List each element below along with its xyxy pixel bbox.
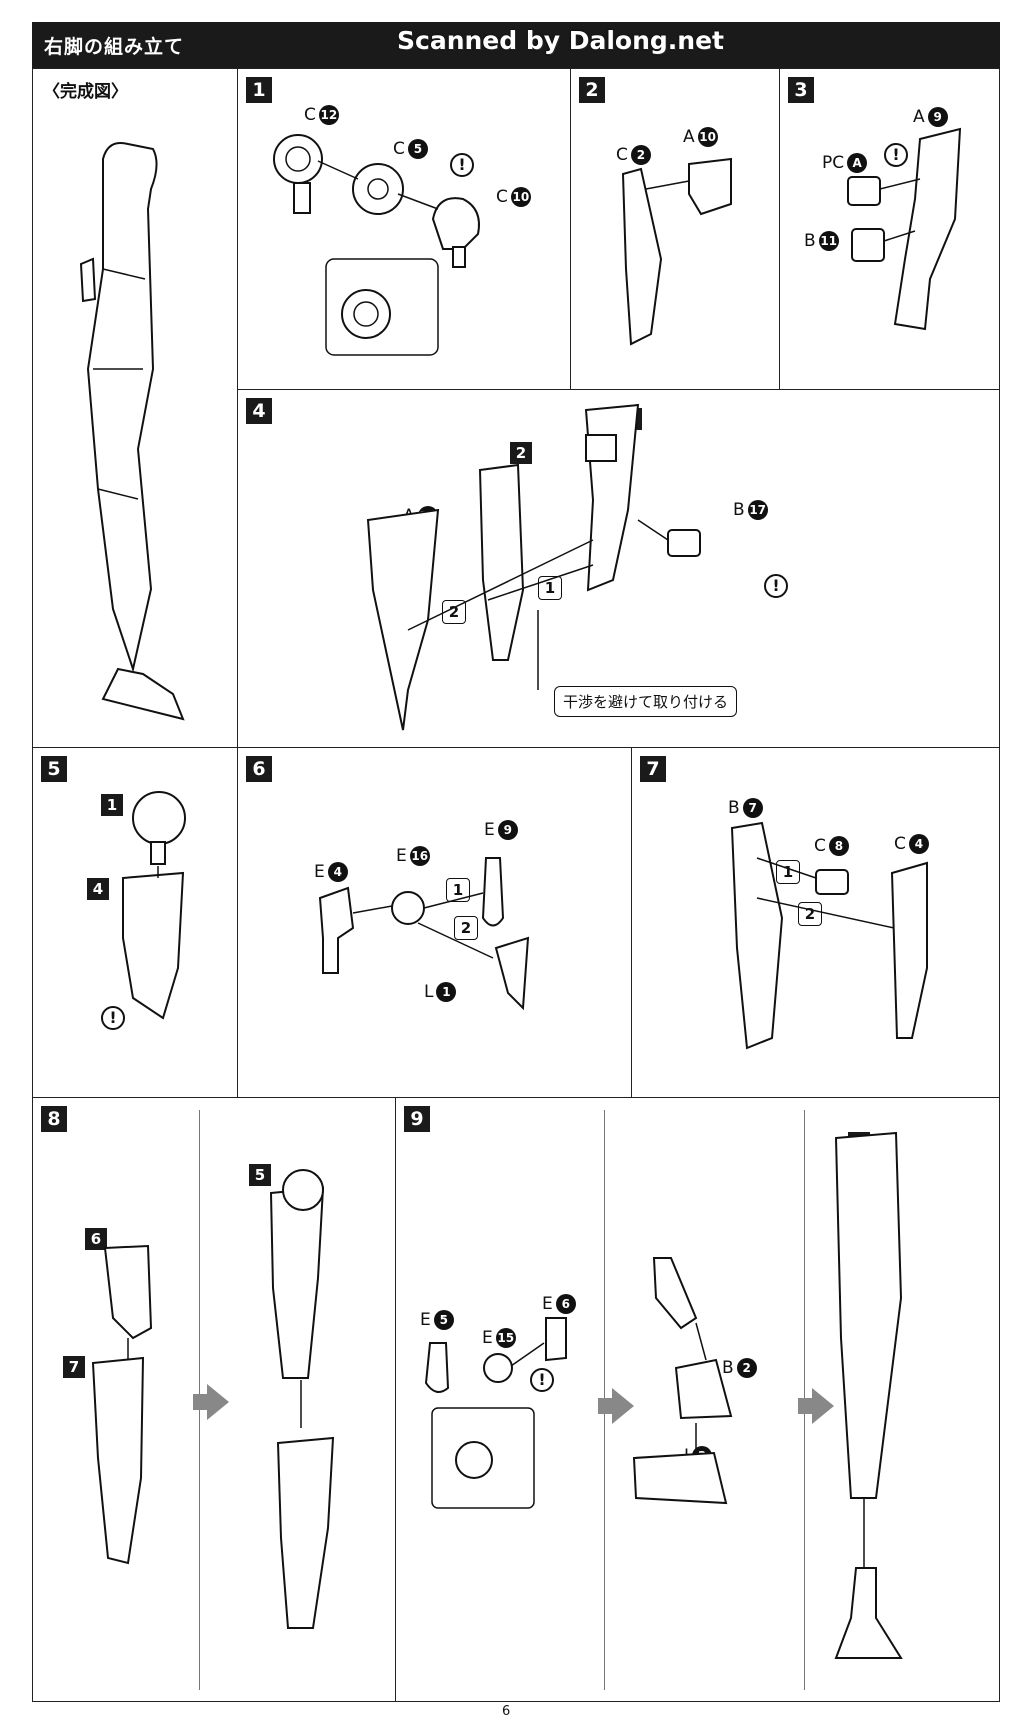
step-1-drawing [273, 134, 480, 356]
step-number: 9 [404, 1106, 430, 1132]
panel-step-9: 9 E5 E15 E6 B2 J3 8 ! ! [395, 1097, 1000, 1702]
step-number: 6 [246, 756, 272, 782]
sub-assembly-badge: 4 [87, 878, 109, 900]
step-8-drawing [91, 1169, 335, 1629]
panel-step-4: 4 3 2 A12 B17 ! 2 1 干渉を避けて取り付ける [237, 389, 1000, 748]
step-6-drawing [318, 857, 530, 1011]
step-5-drawing [122, 791, 186, 1020]
complete-leg-drawing [79, 142, 185, 721]
note-callout: 干渉を避けて取り付ける [554, 686, 738, 717]
step-4-drawing [366, 403, 701, 731]
section-header: 右脚の組み立て Scanned by Dalong.net [32, 22, 1000, 68]
panel-complete: 〈完成図〉 [32, 68, 238, 748]
page-number: 6 [502, 1704, 511, 1719]
caution-icon: ! [450, 153, 474, 177]
order-marker: 1 [776, 860, 800, 884]
caution-icon: ! [884, 143, 908, 167]
step-number: 2 [579, 77, 605, 103]
step-number: 7 [640, 756, 666, 782]
step-3-drawing [847, 127, 962, 331]
step-number: 8 [41, 1106, 67, 1132]
sub-assembly-badge: 5 [249, 1164, 271, 1186]
panel-step-8: 8 6 7 5 [32, 1097, 396, 1702]
sub-assembly-badge: 1 [101, 794, 123, 816]
scan-watermark: Scanned by Dalong.net [397, 26, 725, 55]
sub-assembly-badge: 7 [63, 1356, 85, 1378]
step-2-drawing [621, 157, 732, 346]
step-7-drawing [730, 821, 928, 1050]
order-marker: 1 [538, 576, 562, 600]
sub-assembly-badge: 2 [510, 442, 532, 464]
section-title: 右脚の組み立て [44, 36, 185, 58]
complete-label: 〈完成図〉 [43, 82, 128, 102]
caution-icon: ! [101, 1006, 125, 1030]
panel-step-5: 5 1 4 ! [32, 747, 238, 1098]
step-9-drawing [424, 1131, 903, 1659]
sub-assembly-badge: 6 [85, 1228, 107, 1250]
step-number: 5 [41, 756, 67, 782]
step-number: 1 [246, 77, 272, 103]
arrow-right-icon [798, 1388, 834, 1424]
arrow-right-icon [193, 1384, 229, 1420]
order-marker: 2 [798, 902, 822, 926]
arrow-right-icon [598, 1388, 634, 1424]
step-number: 4 [246, 398, 272, 424]
caution-icon: ! [530, 1368, 554, 1392]
caution-icon: ! [764, 574, 788, 598]
order-marker: 2 [454, 916, 478, 940]
step-number: 3 [788, 77, 814, 103]
panel-step-1: 1 C12 C5 C10 ! ! [237, 68, 571, 390]
